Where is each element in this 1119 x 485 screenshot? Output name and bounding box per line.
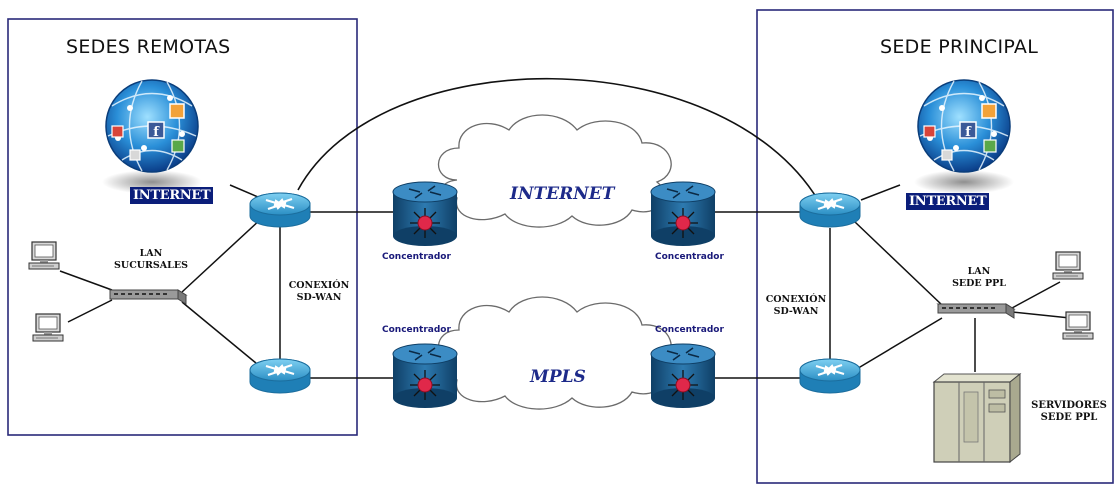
servers-rack-icon bbox=[933, 373, 1021, 463]
concentrator-top-right-icon bbox=[650, 181, 716, 247]
internet-globe-right-icon bbox=[913, 79, 1015, 195]
lan-main-label-line1: LAN bbox=[967, 266, 991, 277]
concentrator-bottom-left-icon bbox=[392, 343, 458, 409]
sdwan-left-label-line2: SD-WAN bbox=[296, 292, 342, 303]
internet-badge-left: INTERNET bbox=[130, 187, 214, 204]
switch-remote-lan-icon bbox=[109, 289, 187, 305]
router-remote-bottom-icon bbox=[248, 357, 312, 395]
sdwan-right-label-line1: CONEXIÓN bbox=[765, 294, 827, 305]
router-main-top-icon bbox=[798, 191, 862, 229]
concentrator-top-right-label: Concentrador bbox=[655, 252, 724, 262]
remote-sites-border bbox=[7, 18, 358, 436]
sdwan-left-label: CONEXIÓN SD-WAN bbox=[284, 280, 354, 304]
internet-cloud-label: INTERNET bbox=[510, 184, 615, 204]
mpls-cloud-label: MPLS bbox=[530, 367, 586, 387]
concentrator-bottom-right-icon bbox=[650, 343, 716, 409]
servers-label: SERVIDORES SEDE PPL bbox=[1024, 400, 1114, 424]
servers-label-line2: SEDE PPL bbox=[1040, 412, 1098, 423]
concentrator-top-left-icon bbox=[392, 181, 458, 247]
concentrator-bottom-left-label: Concentrador bbox=[382, 325, 451, 335]
sdwan-arc-link bbox=[297, 77, 819, 201]
sdwan-left-label-line1: CONEXIÓN bbox=[288, 280, 350, 291]
mpls-cloud bbox=[437, 296, 672, 410]
lan-main-label-line2: SEDE PPL bbox=[952, 278, 1006, 289]
main-site-border bbox=[756, 9, 1114, 484]
pc-main-2-icon bbox=[1062, 311, 1094, 340]
lan-main-label: LAN SEDE PPL bbox=[944, 266, 1014, 290]
pc-main-1-icon bbox=[1052, 251, 1084, 280]
router-remote-top-icon bbox=[248, 191, 312, 229]
sdwan-right-label-line2: SD-WAN bbox=[773, 306, 819, 317]
main-site-title: SEDE PRINCIPAL bbox=[880, 36, 1039, 58]
internet-globe-left-icon bbox=[101, 79, 203, 195]
concentrator-bottom-right-label: Concentrador bbox=[655, 325, 724, 335]
router-main-bottom-icon bbox=[798, 357, 862, 395]
switch-main-lan-icon bbox=[937, 303, 1015, 319]
sdwan-right-label: CONEXIÓN SD-WAN bbox=[760, 294, 832, 318]
internet-cloud bbox=[437, 114, 672, 228]
servers-label-line1: SERVIDORES bbox=[1031, 400, 1107, 411]
remote-sites-title: SEDES REMOTAS bbox=[66, 36, 231, 58]
lan-remote-label-line1: LAN bbox=[139, 248, 163, 259]
pc-remote-1-icon bbox=[28, 241, 60, 270]
network-links bbox=[59, 184, 1071, 379]
lan-remote-label-line2: SUCURSALES bbox=[114, 260, 188, 271]
concentrator-top-left-label: Concentrador bbox=[382, 252, 451, 262]
internet-badge-right: INTERNET bbox=[906, 193, 990, 210]
pc-remote-2-icon bbox=[32, 313, 64, 342]
lan-remote-label: LAN SUCURSALES bbox=[112, 248, 190, 272]
